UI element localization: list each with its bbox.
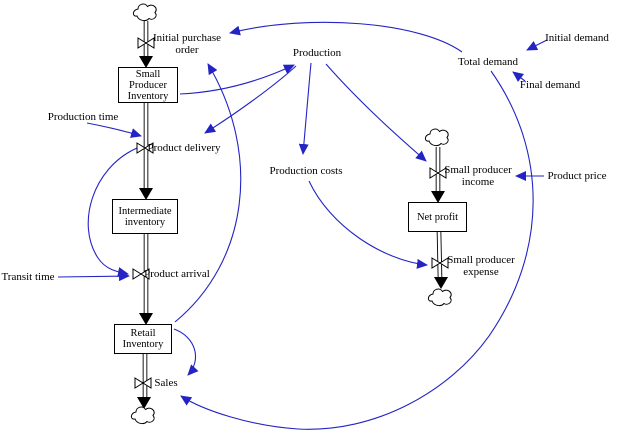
causal-links	[57, 21, 548, 430]
cloud-sink-sales-icon	[130, 406, 155, 425]
label-production-time[interactable]: Production time	[47, 111, 119, 123]
stock-small-producer-inventory[interactable]: Small Producer Inventory	[118, 67, 178, 103]
label-product-price[interactable]: Product price	[547, 170, 607, 182]
valve-initial-purchase-order	[137, 37, 155, 49]
link-production-time-to-product-delivery	[86, 122, 142, 138]
valve-product-arrival	[132, 268, 150, 280]
link-production-to-product-delivery	[204, 65, 297, 134]
valve-small-producer-expense	[431, 257, 449, 269]
link-total-demand-to-sales	[180, 70, 534, 430]
valve-product-delivery	[136, 142, 154, 154]
flow-arrowheads	[137, 56, 448, 409]
link-initial-demand-to-total-demand	[526, 39, 548, 51]
label-transit-time[interactable]: Transit time	[1, 271, 55, 283]
valve-small-producer-income	[429, 167, 447, 179]
label-production[interactable]: Production	[292, 47, 342, 59]
valve-sales	[134, 377, 152, 389]
stock-intermediate-inventory[interactable]: Intermediate inventory	[112, 199, 178, 234]
link-production-costs-to-small-producer-expense	[308, 180, 428, 269]
label-small-producer-income[interactable]: Small producer income	[444, 164, 512, 188]
label-initial-demand[interactable]: Initial demand	[545, 32, 609, 44]
link-retail-inventory-to-initial-purchase-order	[174, 63, 242, 323]
label-sales[interactable]: Sales	[154, 377, 178, 389]
link-product-delivery-to-product-arrival	[87, 147, 138, 277]
link-production-to-small-producer-income	[325, 63, 427, 162]
link-total-demand-to-initial-purchase-order	[229, 21, 463, 53]
cloud-source-top-icon	[132, 3, 157, 22]
link-retail-inventory-to-sales	[173, 328, 199, 376]
flow-pipes	[142, 20, 443, 399]
label-small-producer-expense[interactable]: Small producer expense	[447, 254, 515, 278]
cloud-source-income-icon	[424, 128, 449, 147]
link-transit-time-to-product-arrival	[57, 271, 130, 282]
label-production-costs[interactable]: Production costs	[269, 165, 343, 177]
label-product-arrival[interactable]: Product arrival	[144, 268, 210, 280]
label-product-delivery[interactable]: Product delivery	[147, 142, 221, 154]
flow-valves[interactable]	[132, 37, 449, 389]
stock-retail-inventory[interactable]: Retail Inventory	[114, 324, 172, 354]
link-final-demand-to-total-demand	[512, 71, 526, 82]
stock-net-profit[interactable]: Net profit	[408, 202, 467, 232]
link-production-to-production-costs	[298, 62, 312, 155]
label-initial-purchase-order[interactable]: Initial purchase order	[152, 32, 222, 56]
link-small-producer-inventory-to-production	[179, 64, 295, 95]
cloud-sink-expense-icon	[427, 288, 452, 307]
label-final-demand[interactable]: Final demand	[519, 79, 581, 91]
label-total-demand[interactable]: Total demand	[457, 56, 519, 68]
